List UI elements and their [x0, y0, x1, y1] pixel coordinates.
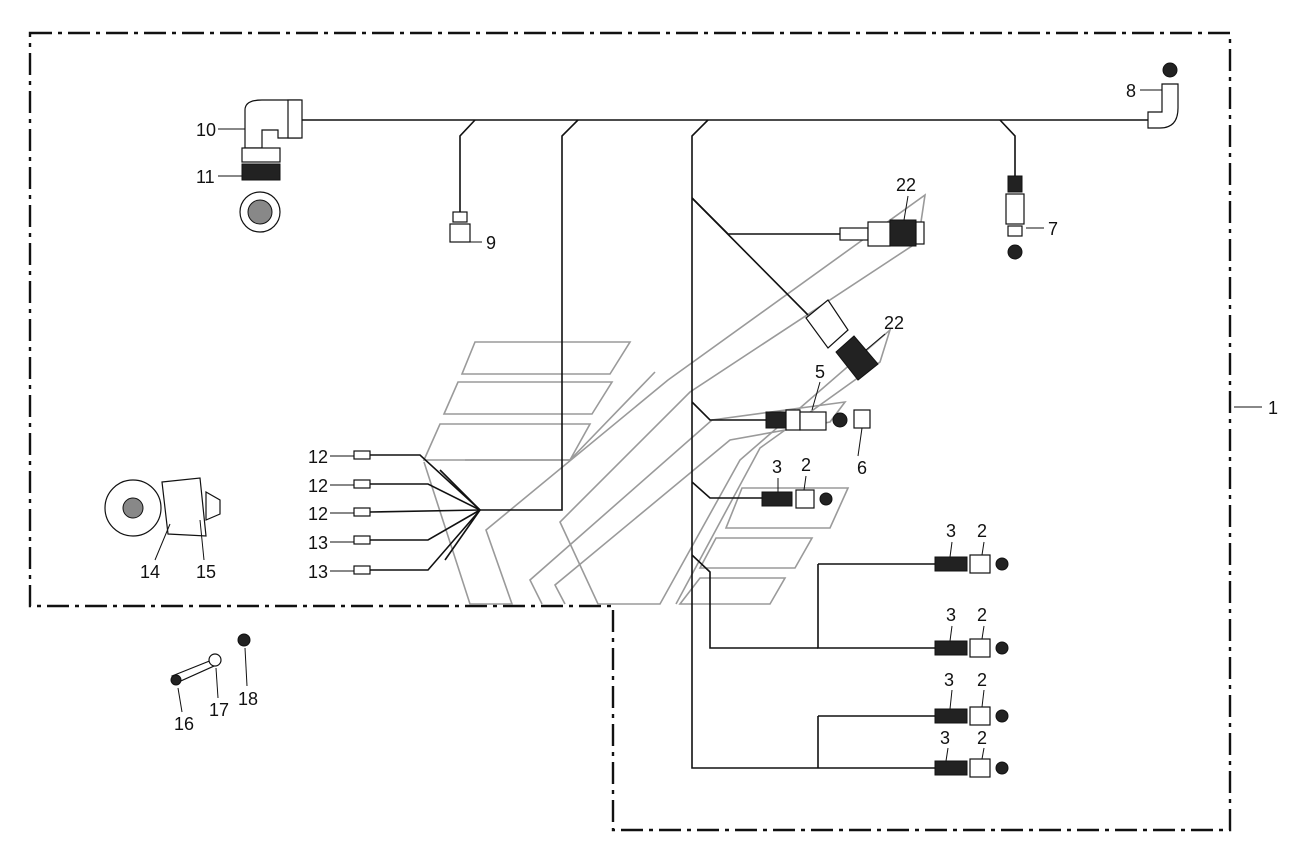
- connector-9: [449, 211, 471, 243]
- connector-5: [765, 409, 827, 431]
- callout-18: 18: [238, 689, 258, 709]
- callout-3-e: 3: [940, 728, 950, 748]
- callout-2-b: 2: [977, 521, 987, 541]
- callout-13-a: 13: [308, 533, 328, 553]
- callout-3-d: 3: [944, 670, 954, 690]
- assembly-boundary: [28, 31, 1232, 832]
- callout-2-d: 2: [977, 670, 987, 690]
- callout-6: 6: [857, 458, 867, 478]
- callout-3-c: 3: [946, 605, 956, 625]
- connector-6: [832, 409, 871, 429]
- callout-3-a: 3: [772, 457, 782, 477]
- callout-12-a: 12: [308, 447, 328, 467]
- terminals-12-13: [353, 450, 371, 575]
- callout-7: 7: [1048, 219, 1058, 239]
- callout-5: 5: [815, 362, 825, 382]
- connector-pair-3-2-c: [934, 638, 1009, 658]
- main-harness-wires: [300, 119, 1150, 769]
- connector-pair-3-2-a: [761, 489, 833, 509]
- callout-10: 10: [196, 120, 216, 140]
- callout-8: 8: [1126, 81, 1136, 101]
- fastener-16-17-18: [170, 633, 251, 686]
- callout-2-c: 2: [977, 605, 987, 625]
- connector-11-body: [239, 147, 281, 233]
- callout-15: 15: [196, 562, 216, 582]
- callout-17: 17: [209, 700, 229, 720]
- callout-16: 16: [174, 714, 194, 734]
- leader-lines: [154, 89, 1262, 762]
- callout-12-c: 12: [308, 504, 328, 524]
- callout-13-b: 13: [308, 562, 328, 582]
- callout-11: 11: [196, 167, 215, 187]
- callout-22-lower: 22: [884, 313, 904, 333]
- connector-22-lower: [805, 299, 879, 381]
- callout-14: 14: [140, 562, 160, 582]
- vehicle-frame-outline: [422, 193, 927, 605]
- callout-2-a: 2: [801, 455, 811, 475]
- callout-12-b: 12: [308, 476, 328, 496]
- callout-2-e: 2: [977, 728, 987, 748]
- connector-8-elbow: [1147, 62, 1179, 129]
- connector-7: [1005, 175, 1025, 260]
- callout-1: 1: [1268, 398, 1278, 418]
- callout-3-b: 3: [946, 521, 956, 541]
- connector-pair-3-2-d: [934, 706, 1009, 726]
- connector-22-upper: [839, 219, 925, 247]
- callout-22-upper: 22: [896, 175, 916, 195]
- connector-pair-3-2-b: [934, 554, 1009, 574]
- socket-14-15: [104, 477, 221, 537]
- connector-10-elbow: [244, 99, 303, 149]
- callout-labels: 1 7 8 9 10 11 22 22 5 6 3 2 12 12 12 13 …: [140, 81, 1278, 748]
- connector-pair-3-2-e: [934, 758, 1009, 778]
- callout-9: 9: [486, 233, 496, 253]
